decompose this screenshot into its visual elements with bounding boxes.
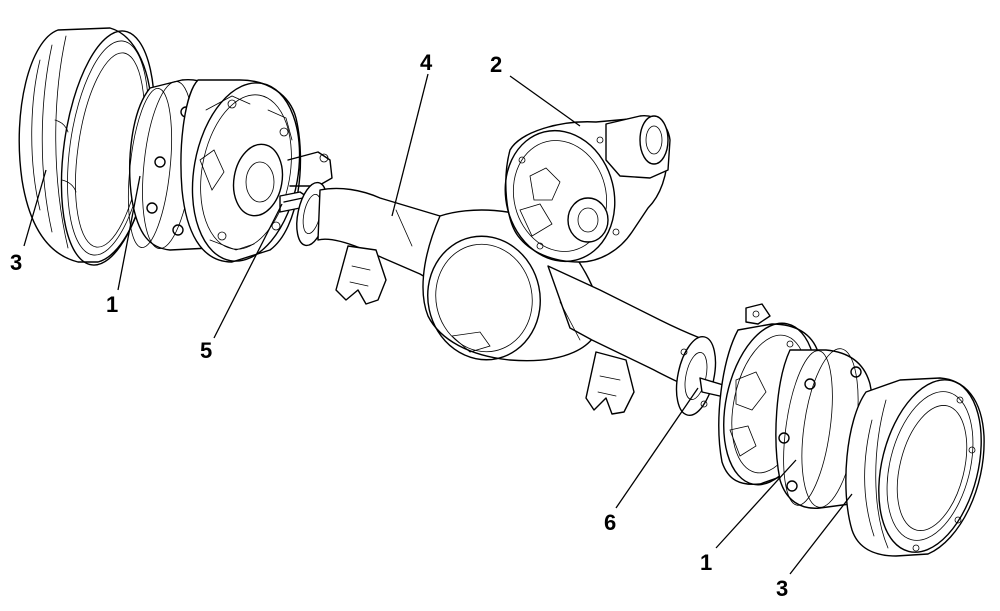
axle-housing [296, 181, 717, 417]
callout-labels: 3 1 5 4 2 6 1 3 [10, 50, 788, 601]
callout-2: 2 [490, 52, 502, 77]
callout-1-left: 1 [106, 292, 118, 317]
left-brake-drum [18, 27, 156, 266]
leader-lines [23, 73, 853, 575]
left-brake-assembly [180, 79, 333, 263]
callout-1-right: 1 [700, 550, 712, 575]
right-brake-drum [845, 377, 985, 557]
main-reducer-differential [504, 115, 671, 263]
callout-4: 4 [420, 50, 433, 75]
callout-5: 5 [200, 338, 212, 363]
callout-6: 6 [604, 510, 616, 535]
callout-3-left: 3 [10, 250, 22, 275]
callout-3-right: 3 [776, 576, 788, 601]
